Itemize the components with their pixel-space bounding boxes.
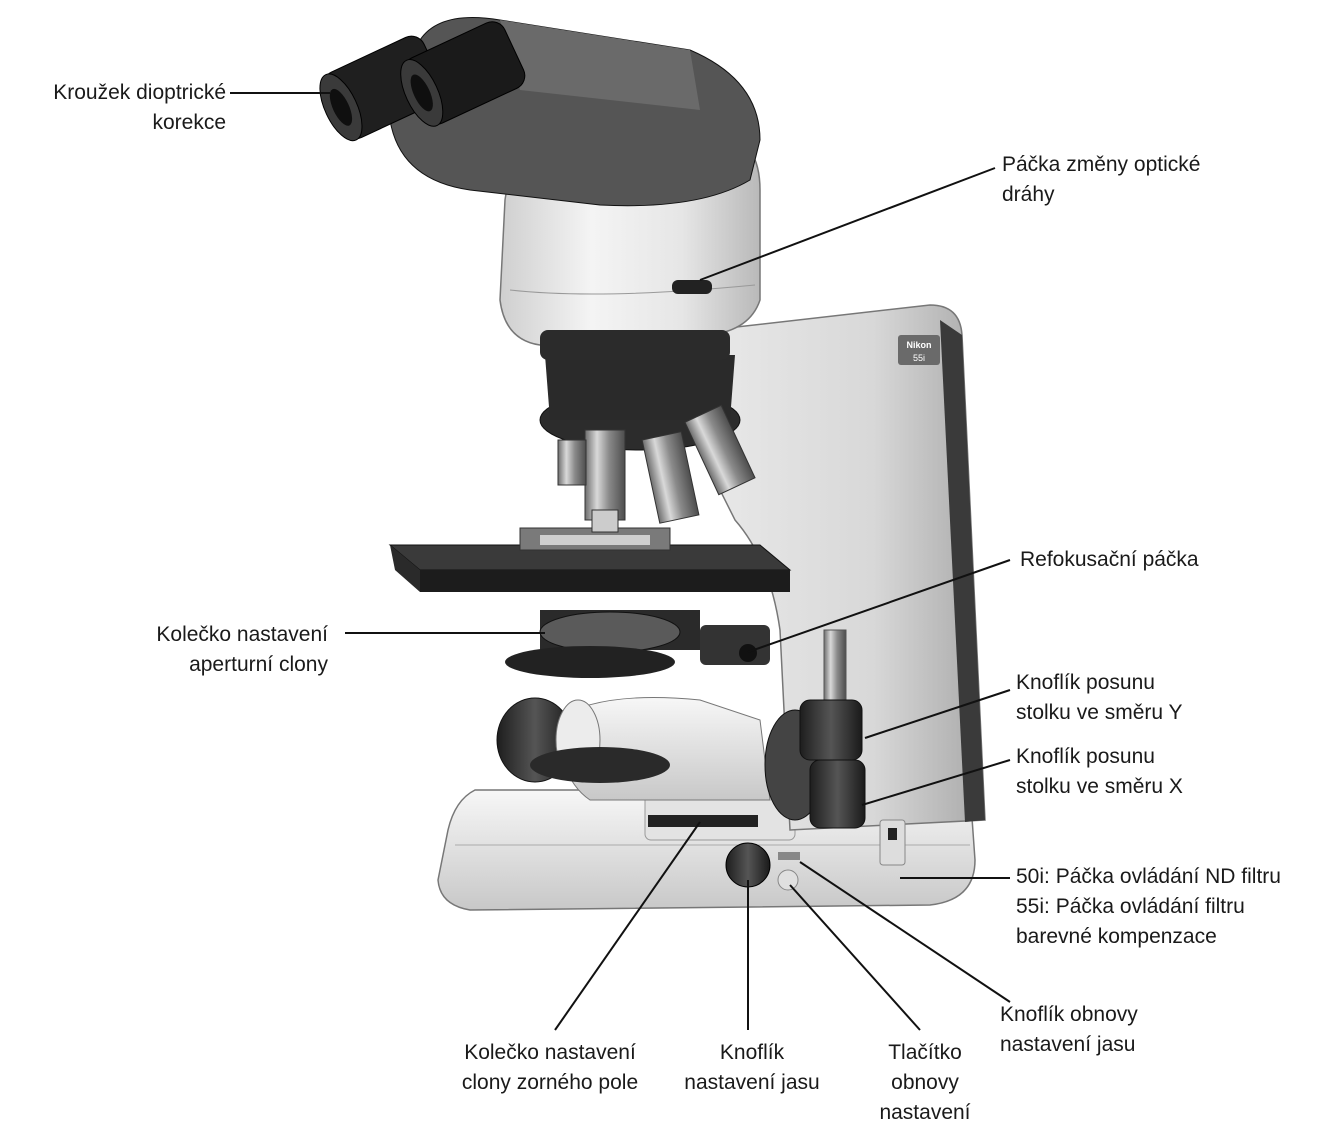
- brand-logo-text: Nikon: [906, 340, 931, 350]
- label-diopter-ring: Kroužek dioptrické korekce: [8, 78, 226, 138]
- stage-y-knob-icon: [800, 700, 862, 760]
- label-refocusing-lever: Refokusační páčka: [1020, 545, 1199, 575]
- label-reset-button: Tlačítko obnovy nastavení: [860, 1038, 990, 1128]
- label-optical-path-lever: Páčka změny optické dráhy: [1002, 150, 1200, 210]
- binocular-tube: [311, 17, 760, 206]
- objectives: [540, 355, 755, 532]
- optical-path-lever-icon: [672, 280, 712, 294]
- filter-lever-icon: [888, 828, 897, 840]
- stage-x-knob-icon: [810, 760, 865, 828]
- aperture-ring-icon: [540, 612, 680, 652]
- field-lens-housing: [497, 698, 770, 801]
- label-filter-lever: 50i: Páčka ovládání ND filtru 55i: Páčka…: [1016, 862, 1281, 952]
- leader-reset-button: [790, 885, 920, 1030]
- label-brightness-knob: Knoflík nastavení jasu: [672, 1038, 832, 1098]
- label-brightness-reset-knob: Knoflík obnovy nastavení jasu: [1000, 1000, 1138, 1060]
- refocus-lever-icon: [739, 644, 757, 662]
- label-stage-y-knob: Knoflík posunu stolku ve směru Y: [1016, 668, 1183, 728]
- label-stage-x-knob: Knoflík posunu stolku ve směru X: [1016, 742, 1183, 802]
- stage: [390, 528, 790, 592]
- label-aperture-diaphragm-ring: Kolečko nastavení aperturní clony: [90, 620, 328, 680]
- condenser: [505, 610, 770, 678]
- reset-button-icon: [778, 870, 798, 890]
- brand-model-text: 55i: [913, 353, 925, 363]
- label-field-diaphragm-ring: Kolečko nastavení clony zorného pole: [440, 1038, 660, 1098]
